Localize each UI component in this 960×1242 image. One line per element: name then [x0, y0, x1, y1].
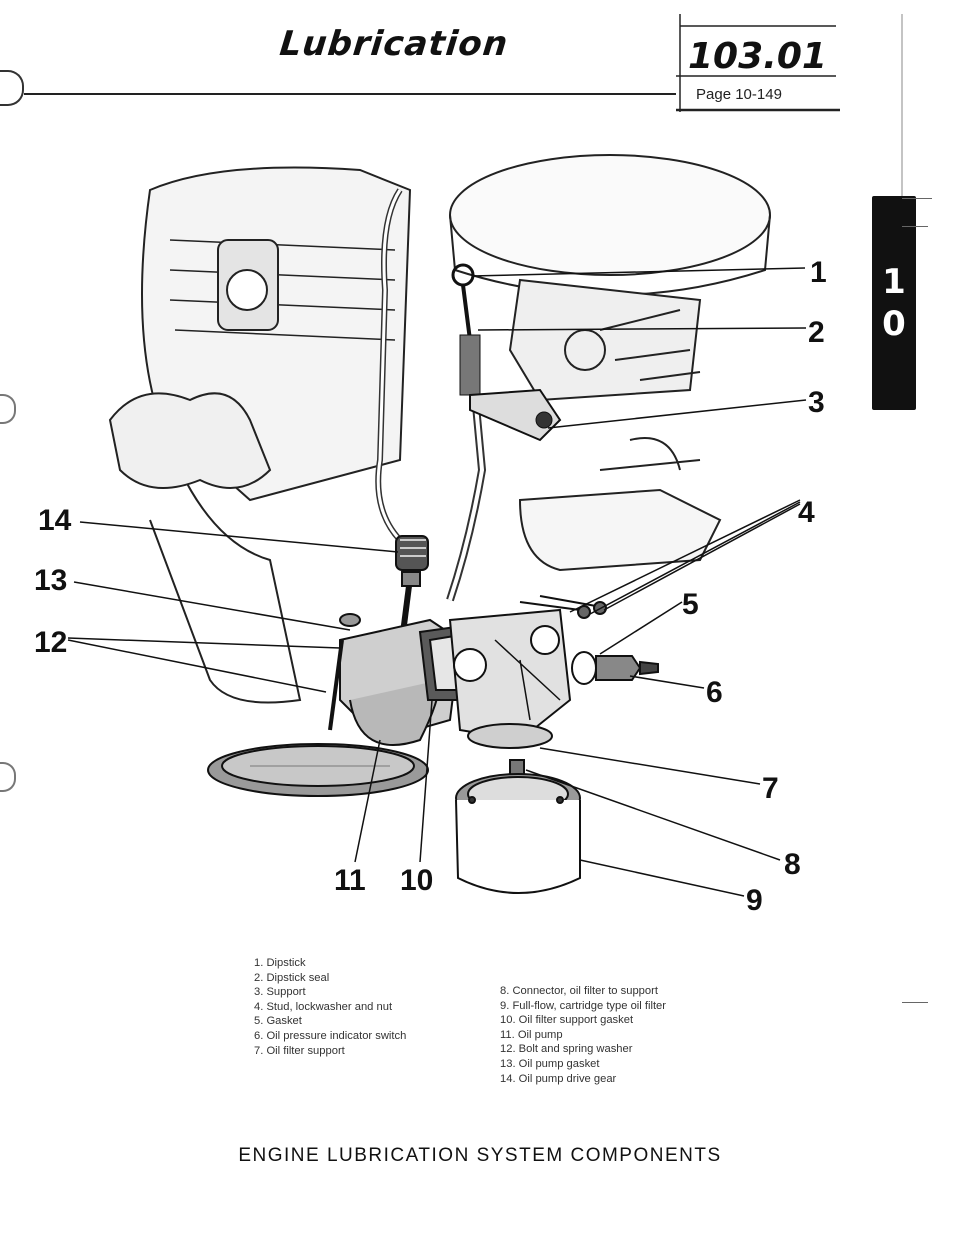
- callout-numbers: 1 2 3 4 5 6 7 8 9 10 11 12 13 14: [34, 256, 827, 917]
- legend-item: 1. Dipstick: [254, 957, 306, 969]
- dipstick-assembly: [375, 188, 562, 602]
- legend-right-column: 8. Connector, oil filter to support 9. F…: [500, 984, 666, 1086]
- binder-hole-icon: [0, 394, 16, 424]
- page-number: Page 10-149: [696, 86, 782, 103]
- callout-7: 7: [762, 772, 779, 805]
- legend-item: 4. Stud, lockwasher and nut: [254, 1000, 393, 1013]
- binder-hole-icon: [0, 762, 16, 792]
- legend-item: 9. Full-flow, cartridge type oil filter: [500, 999, 667, 1012]
- callout-4: 4: [798, 496, 815, 529]
- callout-1: 1: [810, 256, 827, 289]
- legend-item: 10. Oil filter support gasket: [500, 1014, 634, 1027]
- edge-mark: [902, 226, 928, 227]
- legend-item: 3. Support: [254, 986, 306, 999]
- callout-12: 12: [34, 626, 67, 659]
- tab-digit: 1: [882, 262, 906, 302]
- section-tab: 1 0: [872, 196, 916, 410]
- legend-left-column: 1. Dipstick 2. Dipstick seal 3. Support …: [254, 956, 406, 1058]
- legend-item: 11. Oil pump: [500, 1028, 563, 1041]
- callout-14: 14: [38, 504, 72, 537]
- leader-lines: [67, 267, 807, 897]
- figure-caption: ENGINE LUBRICATION SYSTEM COMPONENTS: [238, 1145, 722, 1166]
- callout-8: 8: [784, 848, 801, 881]
- legend-item: 13. Oil pump gasket: [500, 1057, 600, 1070]
- legend-item: 7. Oil filter support: [254, 1044, 345, 1057]
- callout-6: 6: [706, 676, 723, 709]
- legend-item: 8. Connector, oil filter to support: [500, 985, 658, 997]
- edge-mark: [902, 1002, 928, 1003]
- callout-10: 10: [400, 864, 433, 897]
- edge-mark: [902, 198, 932, 199]
- tab-digit: 0: [882, 304, 906, 344]
- legend-item: 14. Oil pump drive gear: [500, 1072, 617, 1085]
- callout-9: 9: [746, 884, 763, 917]
- legend-item: 2. Dipstick seal: [254, 971, 330, 984]
- callout-2: 2: [808, 316, 825, 349]
- callout-11: 11: [334, 864, 366, 897]
- callout-5: 5: [682, 588, 699, 621]
- oil-pump-and-filter: [207, 535, 659, 894]
- engine-outline: [108, 154, 771, 704]
- binder-hole-icon: [0, 70, 24, 106]
- legend-item: 5. Gasket: [254, 1015, 302, 1028]
- callout-3: 3: [808, 386, 825, 419]
- legend-item: 12. Bolt and spring washer: [500, 1043, 633, 1056]
- legend-item: 6. Oil pressure indicator switch: [254, 1029, 407, 1042]
- callout-13: 13: [34, 564, 67, 597]
- section-number: 103.01: [688, 36, 827, 77]
